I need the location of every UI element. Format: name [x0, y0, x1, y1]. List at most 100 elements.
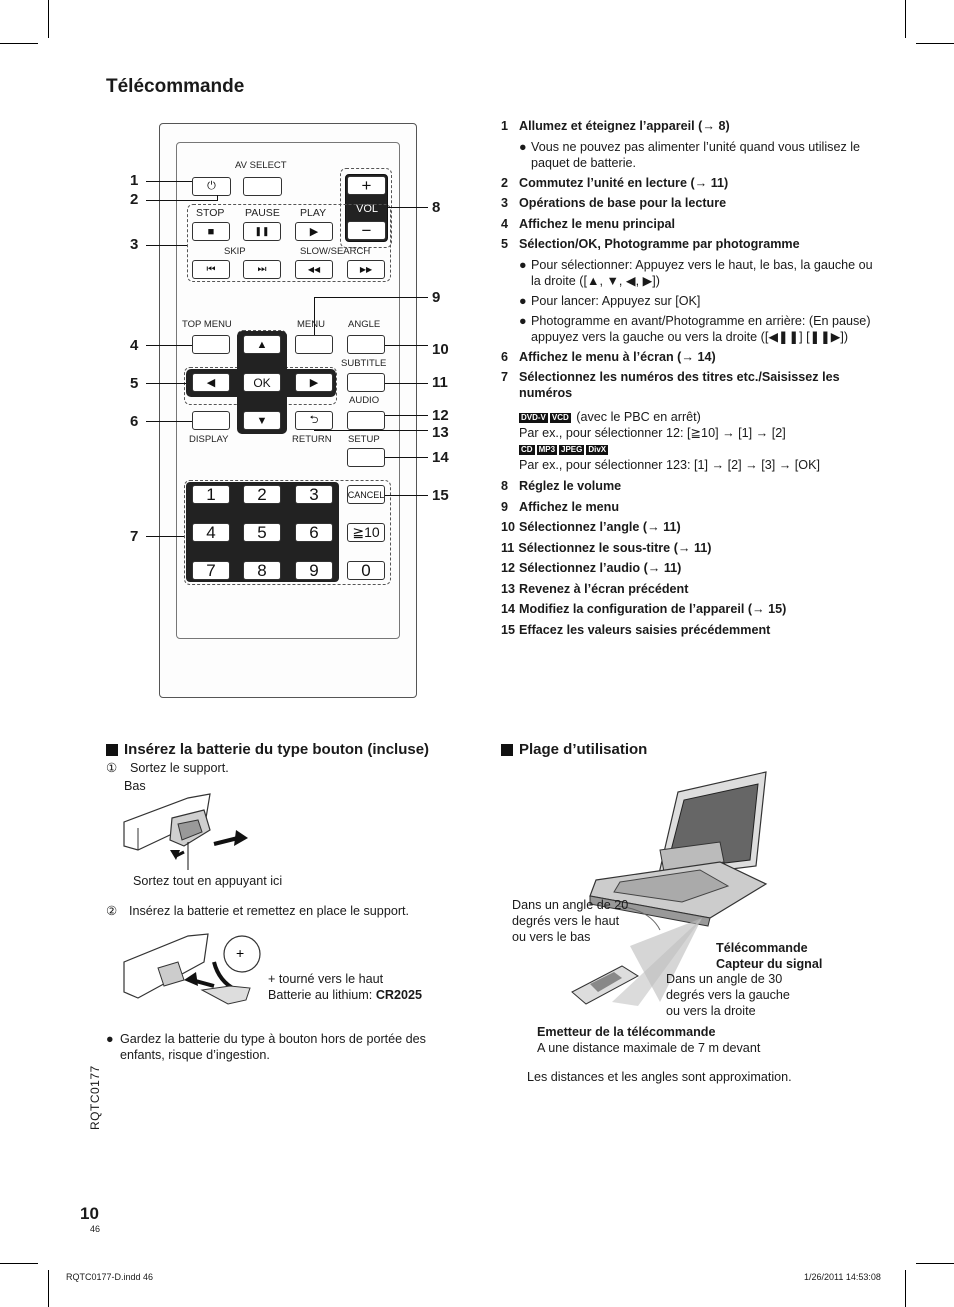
item-text: Effacez les valeurs saisies précédemment: [519, 622, 771, 637]
leader-line: [146, 421, 192, 423]
note-text: Vous ne pouvez pas alimenter l’unité qua…: [531, 139, 861, 170]
lithium-text: Batterie au lithium:: [268, 988, 376, 1002]
emitter-title: Emetteur de la télécommande: [537, 1025, 716, 1039]
file-name: RQTC0177-D.indd 46: [66, 1272, 154, 1282]
skip-forward-button[interactable]: ⏭: [243, 260, 281, 279]
step-number: ①: [106, 761, 118, 775]
number-0-button[interactable]: 0: [347, 561, 385, 580]
subtitle-button[interactable]: [347, 373, 385, 392]
note-text: Pour lancer: Appuyez sur [OK]: [531, 293, 701, 308]
setup-button[interactable]: [347, 448, 385, 467]
item-number: 11: [501, 540, 515, 555]
play-label: PLAY: [300, 207, 327, 219]
item-number: 5: [501, 237, 509, 251]
item-text: Modifiez la configuration de l’appareil …: [519, 602, 787, 616]
callout-number: 4: [130, 337, 139, 354]
plus-up-note: + tourné vers le haut: [268, 972, 384, 986]
press-here-label: Sortez tout en appuyant ici: [133, 874, 283, 888]
battery-step-1: Sortez le support.: [130, 761, 229, 775]
callout-number: 1: [130, 172, 139, 189]
cursor-right-button[interactable]: ▶: [295, 373, 333, 392]
stop-button[interactable]: ■: [192, 222, 230, 241]
callout-number: 5: [130, 375, 139, 392]
number-6-button[interactable]: 6: [295, 523, 333, 542]
list-note: ●Photogramme en avant/Photogramme en arr…: [519, 313, 871, 344]
plus-icon: +: [361, 175, 372, 195]
power-button[interactable]: ⏻: [192, 177, 231, 196]
cursor-down-button[interactable]: ▼: [243, 411, 281, 430]
menu-button[interactable]: [295, 335, 333, 354]
number-9-button[interactable]: 9: [295, 561, 333, 580]
list-note: ●Vous ne pouvez pas alimenter l’unité qu…: [519, 139, 861, 170]
battery-step-2: Insérez la batterie et remettez en place…: [129, 904, 410, 918]
skip-previous-icon: ⏮: [206, 264, 216, 275]
av-select-label: AV SELECT: [235, 160, 287, 171]
item-number: 9: [501, 499, 509, 514]
display-button[interactable]: [192, 411, 230, 430]
item-text: Sélectionnez le sous-titre (→ 11): [518, 540, 712, 555]
skip-label: SKIP: [224, 246, 246, 257]
item-text: Réglez le volume: [519, 479, 622, 493]
number-4-button[interactable]: 4: [192, 523, 230, 542]
number-7-button[interactable]: 7: [192, 561, 230, 580]
number-2-button[interactable]: 2: [243, 485, 281, 504]
pause-button[interactable]: ❚❚: [243, 222, 281, 241]
angle-button[interactable]: [347, 335, 385, 354]
number-8-button[interactable]: 8: [243, 561, 281, 580]
number-1-button[interactable]: 1: [192, 485, 230, 504]
page-title: Télécommande: [106, 76, 245, 97]
top-menu-button[interactable]: [192, 335, 230, 354]
number-3-button[interactable]: 3: [295, 485, 333, 504]
emitter-subtitle: A une distance maximale de 7 m devant: [537, 1041, 761, 1055]
power-icon: ⏻: [207, 180, 216, 192]
pause-label: PAUSE: [245, 207, 280, 219]
lithium-battery-label: Batterie au lithium: CR2025: [268, 987, 422, 1003]
item-number: 3: [501, 196, 509, 210]
cursor-left-button[interactable]: ◀: [192, 373, 230, 392]
callout-number: 2: [130, 191, 139, 208]
disc-badge: DVD-V: [519, 413, 548, 423]
rewind-button[interactable]: ◀◀: [295, 260, 333, 279]
sensor-title: Télécommande: [716, 941, 808, 955]
volume-up-button[interactable]: +: [347, 176, 386, 195]
fast-forward-button[interactable]: ▶▶: [347, 260, 385, 279]
volume-down-button[interactable]: −: [347, 221, 386, 240]
av-select-button[interactable]: [243, 177, 282, 196]
number-5-button[interactable]: 5: [243, 523, 281, 542]
return-button[interactable]: ⮌: [295, 411, 333, 430]
ok-button[interactable]: OK: [243, 373, 281, 392]
number-ten-plus-button[interactable]: ≧10: [347, 523, 385, 542]
item-number: 1: [501, 119, 509, 133]
ok-label: OK: [253, 375, 271, 390]
remote-face: [176, 142, 400, 639]
page-number-small: 46: [90, 1224, 101, 1234]
disc-badge: DivX: [586, 445, 609, 455]
item-number: 12: [501, 561, 516, 575]
item-text: Affichez le menu principal: [519, 216, 676, 231]
audio-button[interactable]: [347, 411, 385, 430]
item-number: 6: [501, 349, 509, 364]
leader-line: [385, 457, 428, 459]
item-number: 4: [501, 216, 509, 231]
pause-icon: ❚❚: [254, 226, 270, 236]
list-note: ●Pour sélectionner: Appuyez vers le haut…: [519, 257, 873, 288]
cancel-button[interactable]: CANCEL: [347, 485, 385, 504]
play-button[interactable]: ▶: [295, 222, 333, 241]
crop-mark: [916, 43, 954, 44]
fast-forward-icon: ▶▶: [359, 265, 373, 274]
crop-mark: [48, 0, 49, 38]
skip-back-button[interactable]: ⏮: [192, 260, 230, 279]
item-number: 7: [501, 370, 509, 384]
cursor-up-button[interactable]: ▲: [243, 335, 281, 354]
approximation-note: Les distances et les angles sont approxi…: [527, 1070, 792, 1084]
crop-mark: [0, 1263, 38, 1264]
list-item: 4 Affichez le menu principal: [501, 216, 881, 232]
item-text: Revenez à l’écran précédent: [519, 581, 689, 596]
callout-number: 7: [130, 528, 139, 545]
item-number: 15: [501, 622, 516, 637]
numpad-outline: [184, 480, 391, 585]
